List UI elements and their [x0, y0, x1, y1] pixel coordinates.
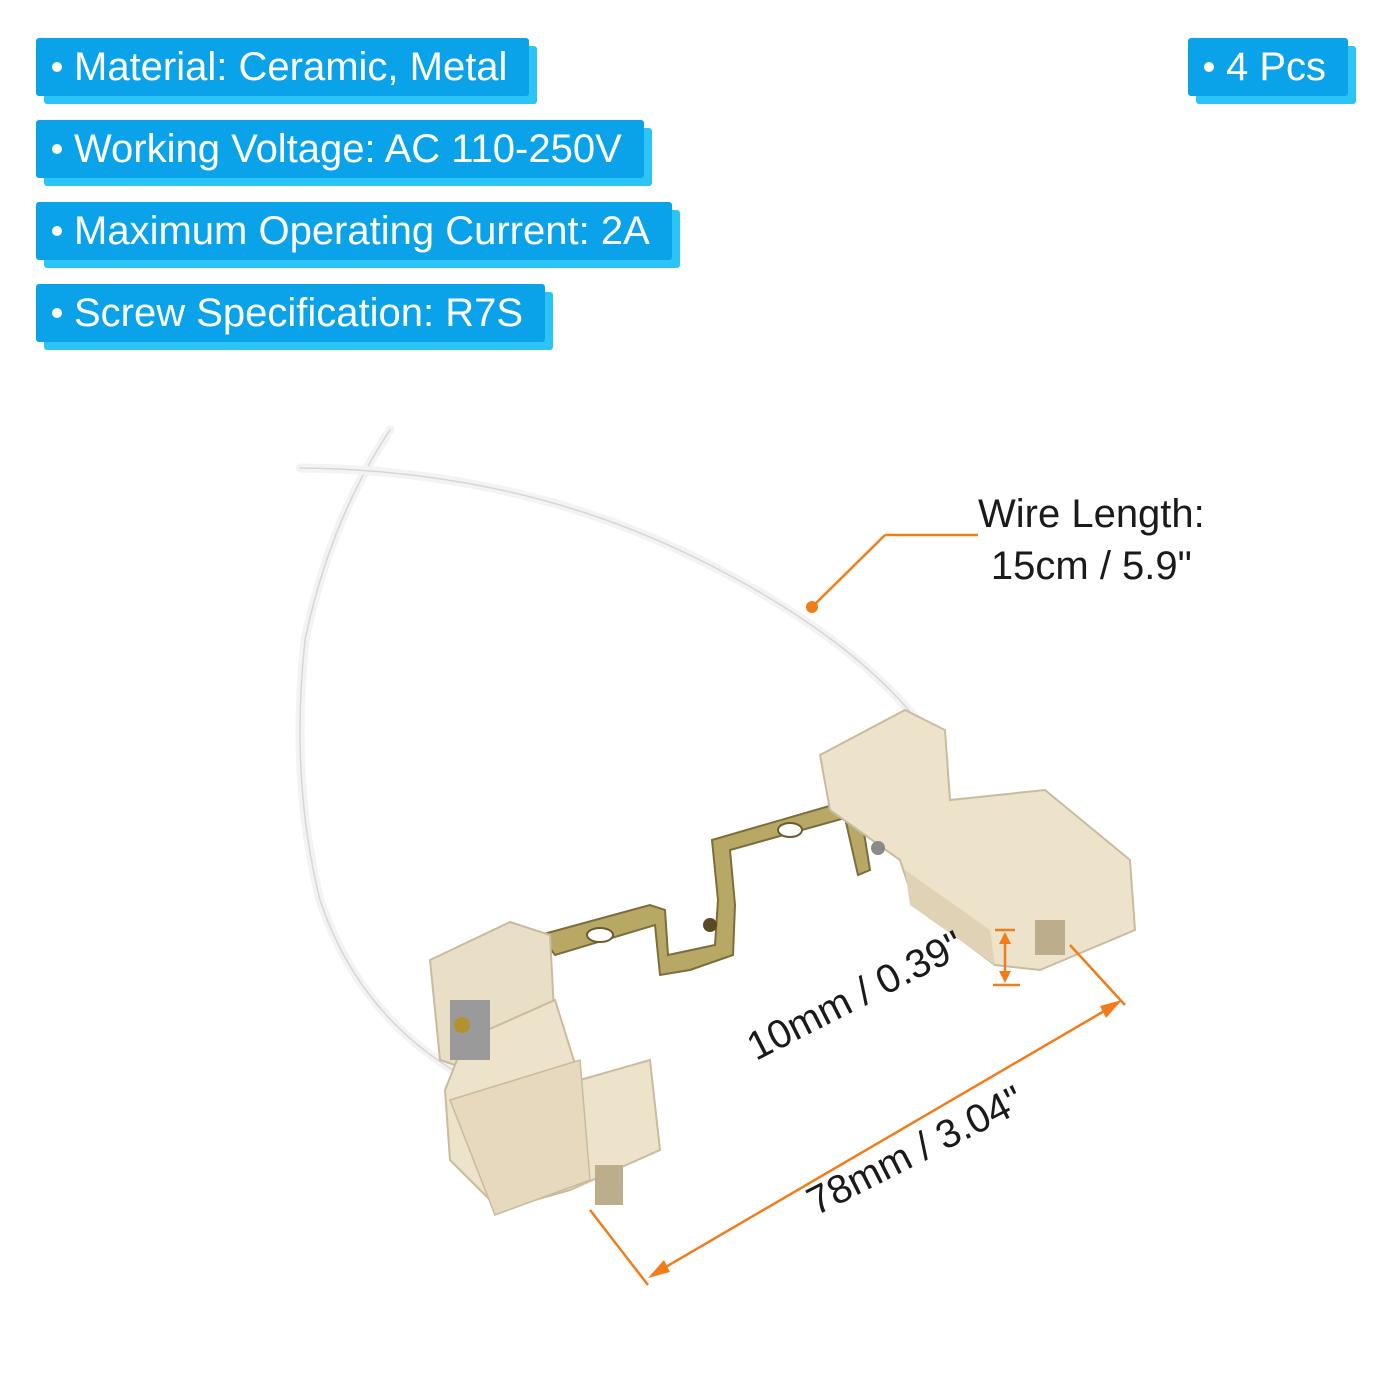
quantity-badge: 4 Pcs — [1188, 38, 1349, 96]
spec-text: Screw Specification: R7S — [74, 290, 524, 335]
spec-text: Maximum Operating Current: 2A — [74, 208, 650, 253]
length-dimension — [589, 944, 1126, 1286]
bullet-icon — [52, 144, 62, 154]
wire-length-label: Wire Length: 15cm / 5.9" — [978, 488, 1205, 592]
metal-bracket — [538, 798, 872, 977]
bullet-icon — [52, 308, 62, 318]
spec-text: Material: Ceramic, Metal — [74, 44, 508, 89]
spec-badge-current: Maximum Operating Current: 2A — [36, 202, 672, 260]
spec-badge-voltage: Working Voltage: AC 110-250V — [36, 120, 644, 178]
right-ceramic-holder — [818, 708, 1137, 972]
spec-text: Working Voltage: AC 110-250V — [74, 126, 622, 171]
wire-length-callout — [806, 533, 978, 613]
bullet-icon — [1204, 62, 1214, 72]
bullet-icon — [52, 226, 62, 236]
height-dimension — [993, 928, 1020, 987]
wire-length-value: 15cm / 5.9" — [990, 544, 1192, 588]
left-ceramic-holder — [428, 920, 662, 1216]
quantity-text: 4 Pcs — [1226, 44, 1327, 89]
spec-badge-material: Material: Ceramic, Metal — [36, 38, 530, 96]
bullet-icon — [52, 62, 62, 72]
wires — [295, 425, 950, 1085]
wire-length-title: Wire Length: — [978, 492, 1205, 536]
spec-badge-screw: Screw Specification: R7S — [36, 284, 546, 342]
